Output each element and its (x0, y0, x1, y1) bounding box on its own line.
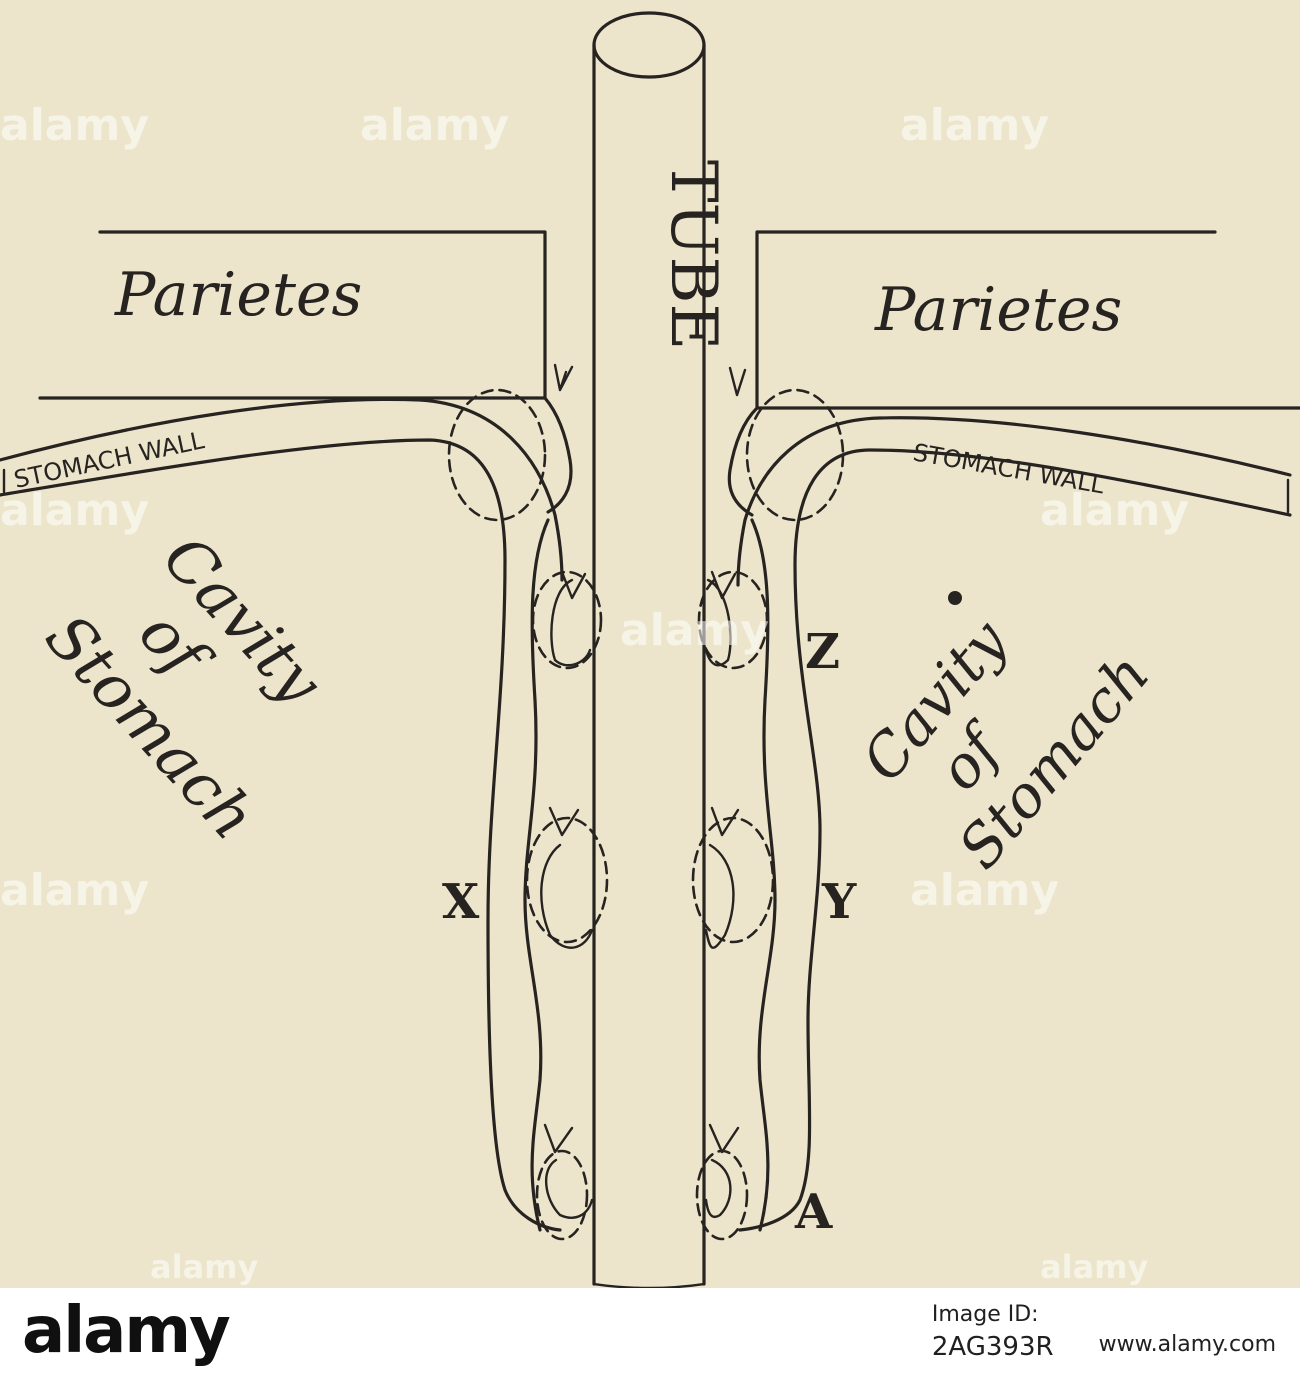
stomach-wall-left-label: STOMACH WALL (11, 426, 207, 494)
footer-bar: alamy Image ID: 2AG393R www.alamy.com (0, 1288, 1300, 1378)
tube (592, 11, 706, 1288)
image-id-value: 2AG393R (931, 1332, 1054, 1362)
watermark-text: alamy (150, 1248, 259, 1286)
parietes-right-block (755, 230, 1300, 410)
diagram-figure: TUBE Parietes Parietes STOMACH WALL (0, 0, 1300, 1288)
ink-dot (948, 591, 962, 605)
footer-url-block: www.alamy.com (1099, 1330, 1276, 1360)
watermark-text: alamy (1040, 1248, 1149, 1286)
watermark-text: alamy (620, 605, 769, 656)
dashed-circles (447, 388, 845, 1241)
letter-z: Z (805, 624, 840, 680)
inner-folds-left (523, 396, 594, 1232)
parietes-left-label: Parietes (114, 260, 362, 330)
gastrostomy-diagram: TUBE Parietes Parietes STOMACH WALL (0, 11, 1300, 1288)
stomach-wall-left (0, 397, 564, 1232)
watermark-text: alamy (360, 100, 509, 151)
watermark-text: alamy (1040, 485, 1189, 536)
letter-a: A (794, 1184, 833, 1240)
tube-label: TUBE (656, 160, 730, 350)
watermark: alamy alamy alamy alamy alamy alamy alam… (0, 100, 1189, 1286)
parietes-left-block (38, 230, 547, 400)
stomach-wall-right (736, 416, 1292, 1232)
watermark-text: alamy (910, 865, 1059, 916)
watermark-text: alamy (0, 100, 149, 151)
suture-knots (543, 363, 747, 1154)
footer-logo: alamy (22, 1294, 231, 1368)
watermark-text: alamy (0, 485, 149, 536)
footer-info: Image ID: 2AG393R www.alamy.com (932, 1300, 1276, 1364)
watermark-text: alamy (0, 865, 149, 916)
letter-y: Y (821, 874, 857, 930)
footer-id-block: Image ID: 2AG393R (932, 1300, 1054, 1364)
cavity-label-right: Cavity of Stomach (849, 607, 1163, 882)
letter-x: X (442, 874, 480, 930)
footer-url[interactable]: www.alamy.com (1098, 1332, 1276, 1357)
watermark-text: alamy (900, 100, 1049, 151)
cavity-label-left: Cavity of Stomach (31, 521, 337, 853)
image-id-label: Image ID: (931, 1302, 1039, 1327)
parietes-right-label: Parietes (874, 275, 1122, 345)
